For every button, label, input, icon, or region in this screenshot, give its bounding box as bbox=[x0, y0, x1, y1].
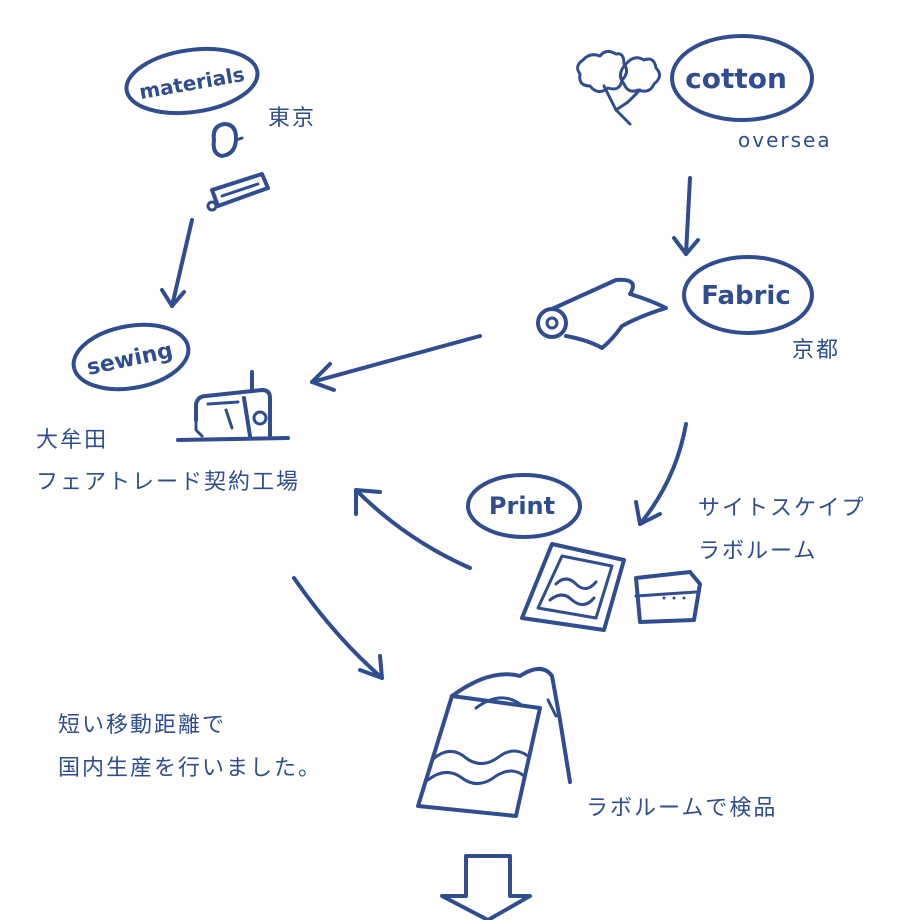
arrow-materials-to-sewing bbox=[160, 218, 194, 308]
button-icon bbox=[211, 122, 244, 158]
cotton-bubble-text: cotton bbox=[685, 62, 787, 95]
tote-bag-icon bbox=[416, 667, 572, 818]
fabric-bubble: Fabric bbox=[682, 255, 814, 335]
arrow-fabric-to-print bbox=[634, 422, 688, 526]
fabric-roll-icon bbox=[536, 277, 668, 350]
sewing-location-line1: 大牟田 bbox=[36, 428, 109, 453]
inspection-location: ラボルームで検品 bbox=[586, 796, 778, 821]
arrow-fabric-to-sewing bbox=[310, 334, 482, 392]
ink-box-icon bbox=[634, 570, 702, 624]
print-bubble-text: Print bbox=[489, 492, 555, 520]
arrow-print-to-sewing bbox=[354, 488, 472, 570]
materials-bubble-text: materials bbox=[137, 62, 246, 104]
arrow-sewing-to-bag bbox=[292, 576, 384, 680]
zipper-icon bbox=[206, 172, 270, 212]
sewing-bubble: sewing bbox=[71, 322, 191, 392]
print-frame-icon bbox=[520, 542, 626, 632]
note-line1: 短い移動距離で bbox=[58, 713, 227, 738]
fabric-bubble-text: Fabric bbox=[701, 281, 791, 311]
fabric-location: 京都 bbox=[792, 338, 841, 363]
sewing-location-line2: フェアトレード契約工場 bbox=[36, 470, 301, 495]
down-arrow-icon bbox=[440, 854, 532, 920]
materials-bubble: materials bbox=[124, 46, 260, 116]
materials-location: 東京 bbox=[268, 106, 317, 131]
sewing-bubble-text: sewing bbox=[85, 338, 176, 381]
print-location-line1: サイトスケイプ bbox=[698, 496, 866, 521]
sewing-machine-icon bbox=[176, 370, 290, 442]
cotton-bubble: cotton bbox=[670, 34, 814, 122]
cotton-location: oversea bbox=[738, 128, 832, 152]
print-bubble: Print bbox=[466, 473, 582, 539]
arrow-cotton-to-fabric bbox=[672, 176, 700, 256]
note-line2: 国内生産を行いました。 bbox=[58, 756, 323, 781]
print-location-line2: ラボルーム bbox=[698, 539, 818, 564]
cotton-plant-icon bbox=[576, 49, 661, 126]
